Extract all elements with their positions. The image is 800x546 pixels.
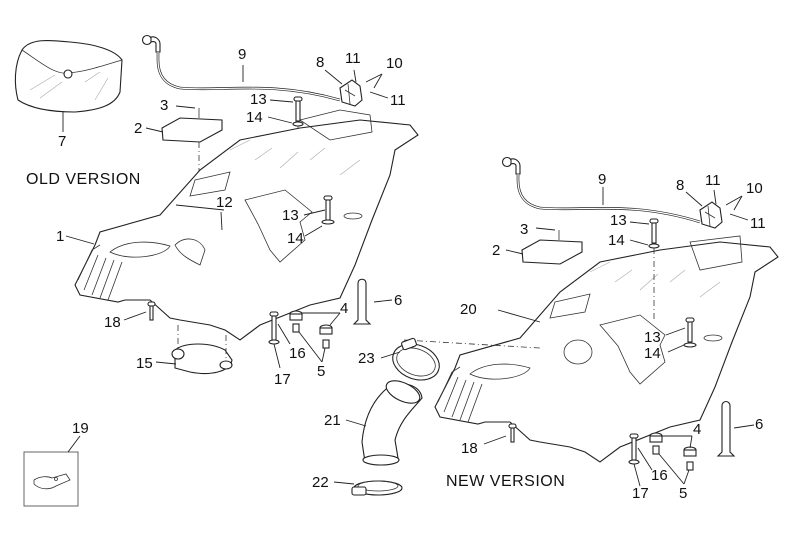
label-9-new: 9 [598,171,607,188]
part-2-lid-new[interactable] [521,239,583,265]
label-17: 17 [274,371,291,388]
label-20: 20 [460,301,477,318]
label-18: 18 [104,314,121,331]
label-11-bottom-new: 11 [750,215,766,232]
part-23-clamp[interactable] [388,337,445,386]
label-11-top: 11 [345,50,361,67]
label-23: 23 [358,350,375,367]
part-13-bolt-mid[interactable] [321,195,335,225]
label-11-top-new: 11 [705,172,721,189]
part-16-bolt-new[interactable] [628,433,640,465]
old-version-title: OLD VERSION [26,171,141,188]
label-4-new: 4 [693,421,702,438]
label-6: 6 [394,292,403,309]
part-4-grommet-new[interactable] [649,432,697,457]
part-18-screw-new[interactable] [508,423,517,443]
part-13-bolt[interactable] [292,96,304,127]
label-17-new: 17 [632,485,649,502]
label-8: 8 [316,54,325,71]
part-18-screw[interactable] [147,301,156,321]
label-4: 4 [340,300,349,317]
label-5: 5 [317,363,326,380]
label-13-mid-new: 13 [644,329,661,346]
label-11-bottom: 11 [390,92,406,109]
part-5-bush-new[interactable] [652,445,694,471]
label-14-mid: 14 [287,230,304,247]
label-2: 2 [134,120,143,137]
label-13-top: 13 [250,91,267,108]
part-20-undertray-new[interactable] [434,235,779,463]
part-4-grommet[interactable] [289,310,333,335]
part-6-pin[interactable] [352,278,372,325]
part-16-bolt[interactable] [268,311,280,345]
label-10: 10 [386,55,403,72]
part-2-lid[interactable] [161,117,223,143]
part-19-kit-box[interactable] [23,451,79,507]
label-13-top-new: 13 [610,212,627,229]
label-22: 22 [312,474,329,491]
part-9-cable[interactable] [141,34,341,102]
label-16-new: 16 [651,467,668,484]
label-14-top: 14 [246,109,263,126]
label-18-new: 18 [461,440,478,457]
part-8-latch-new[interactable] [699,201,723,229]
label-8-new: 8 [676,177,685,194]
label-10-new: 10 [746,180,763,197]
label-15: 15 [136,355,153,372]
part-9-cable-new[interactable] [501,156,701,224]
part-13-bolt-new[interactable] [648,218,660,249]
part-5-bush[interactable] [292,323,330,349]
part-22-clamp[interactable] [351,480,403,496]
part-15-mount[interactable] [171,343,233,375]
new-version-title: NEW VERSION [446,473,566,490]
label-3-new: 3 [520,221,529,238]
part-6-pin-new[interactable] [716,400,736,457]
part-1-undertray-old[interactable] [74,109,419,341]
label-1: 1 [56,228,65,245]
label-3: 3 [160,97,169,114]
label-5-new: 5 [679,485,688,502]
part-21-hose[interactable] [361,376,423,466]
label-2-new: 2 [492,242,501,259]
label-19: 19 [72,420,89,437]
label-14-mid-new: 14 [644,345,661,362]
label-21: 21 [324,412,341,429]
part-7-cover[interactable] [14,39,123,113]
label-9: 9 [238,46,247,63]
label-12: 12 [216,194,233,211]
label-7: 7 [58,133,67,150]
label-14-top-new: 14 [608,232,625,249]
label-13-mid: 13 [282,207,299,224]
label-6-new: 6 [755,416,764,433]
part-8-latch[interactable] [339,79,363,107]
label-16: 16 [289,345,306,362]
